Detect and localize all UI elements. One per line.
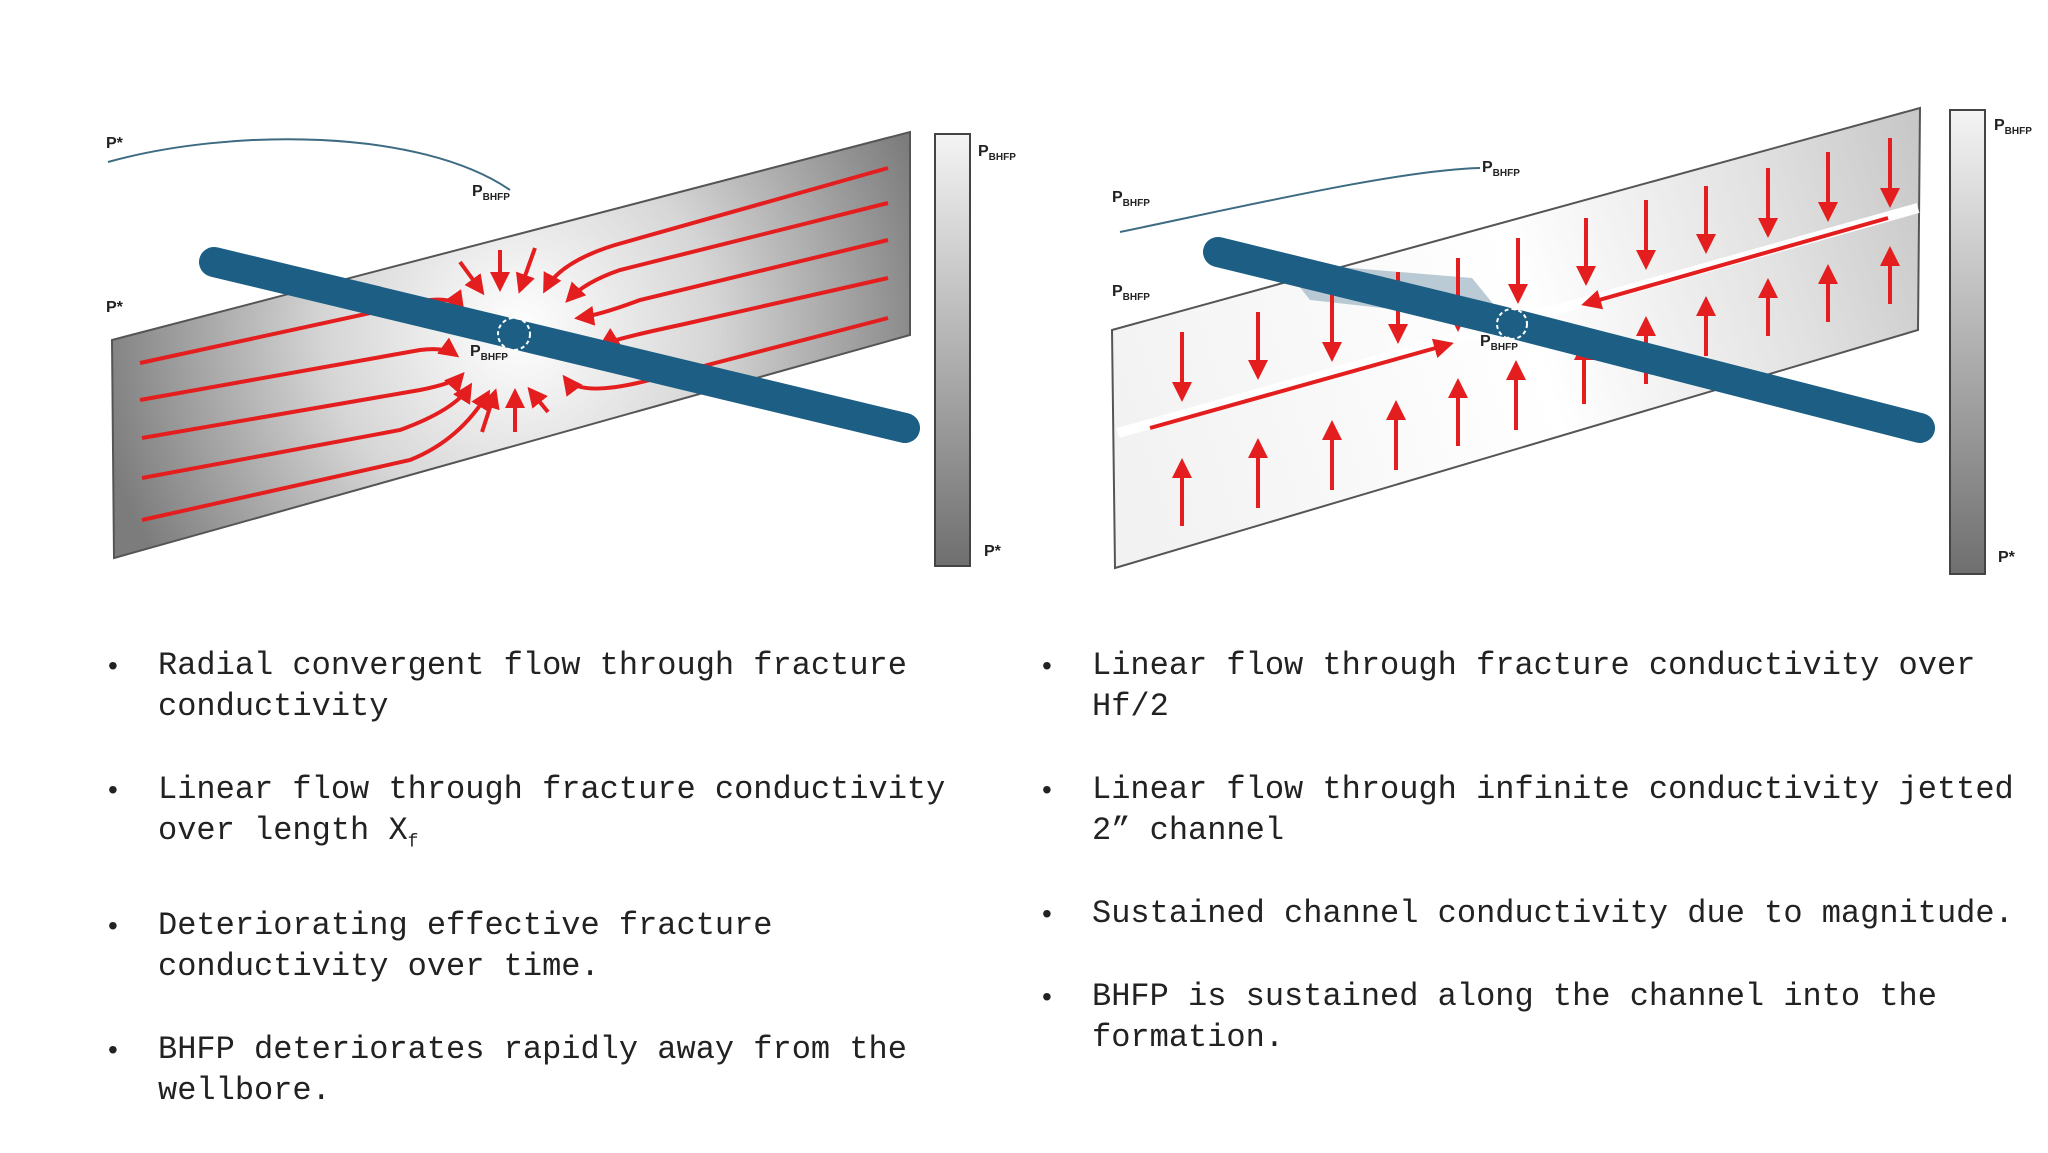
bullet-dot: •: [1042, 650, 1052, 681]
wellbore-pipe-lower: [1503, 310, 1935, 443]
label-scale-bottom: P*: [1998, 549, 2016, 566]
bullet-item: • BHFP deteriorates rapidly away from the…: [108, 1029, 1008, 1111]
label-p-star-mid: P*: [106, 299, 124, 316]
label-pbhfp-mid: PBHFP: [1112, 283, 1150, 303]
bullet-text: Linear flow through fracture conductivit…: [158, 771, 965, 849]
left-fracture-diagram: P* P* PBHFP PBHFP PBHFP P*: [106, 130, 1016, 567]
bullet-dot: •: [1042, 774, 1052, 805]
bullet-item: • Radial convergent flow through fracture…: [108, 645, 1008, 727]
flow-arrows: [1149, 138, 1900, 526]
label-scale-top: PBHFP: [978, 143, 1016, 163]
bullet-item: • Linear flow through fracture conductivi…: [108, 769, 1008, 863]
pressure-scale-bar: [934, 133, 971, 567]
bullet-text: Deteriorating effective fracture conduct…: [158, 907, 792, 986]
label-scale-bottom: P*: [984, 543, 1002, 560]
pressure-curve: [107, 138, 511, 191]
right-bullet-list: • Linear flow through fracture conductivi…: [1042, 645, 2032, 1100]
bullet-dot: •: [1042, 898, 1052, 929]
bullet-dot: •: [108, 1034, 118, 1066]
bullet-text: BHFP deteriorates rapidly away from the …: [158, 1031, 927, 1110]
bullet-subscript: f: [407, 832, 419, 853]
bullet-dot: •: [108, 910, 118, 942]
bullet-item: • Linear flow through fracture conductivi…: [1042, 645, 2032, 727]
bullet-text: BHFP is sustained along the channel into…: [1092, 978, 1957, 1056]
bullet-dot: •: [1042, 981, 1052, 1012]
bullet-text: Linear flow through infinite conductivit…: [1092, 771, 2033, 849]
pressure-curve: [1119, 167, 1481, 233]
fracture-plane: [1110, 106, 1922, 570]
wellbore-perforation: [497, 317, 531, 351]
wellbore-pipe: [199, 247, 920, 443]
wellbore-perforation: [1496, 308, 1528, 340]
bullet-text: Linear flow through fracture conductivit…: [1092, 647, 1995, 725]
bullet-item: • Sustained channel conductivity due to m…: [1042, 893, 2032, 934]
label-pbhfp-curve: PBHFP: [472, 183, 510, 203]
bullet-dot: •: [108, 650, 118, 681]
bullet-text: Radial convergent flow through fracture …: [158, 647, 927, 725]
label-scale-top: PBHFP: [1994, 117, 2032, 137]
label-pbhfp-center: PBHFP: [1480, 333, 1518, 353]
bullet-item: • BHFP is sustained along the channel int…: [1042, 976, 2032, 1058]
label-pbhfp-center: PBHFP: [470, 343, 508, 363]
jetted-channel: [1116, 203, 1920, 438]
label-pbhfp-curve-right: PBHFP: [1482, 159, 1520, 179]
bullet-text: Sustained channel conductivity due to ma…: [1092, 895, 2014, 932]
bullet-item: • Linear flow through infinite conductivi…: [1042, 769, 2032, 851]
channel-shadow: [1280, 262, 1508, 322]
bullet-item: • Deteriorating effective fracture conduc…: [108, 905, 1008, 987]
label-pbhfp-curve-left: PBHFP: [1112, 189, 1150, 209]
wellbore-pipe: [1203, 237, 1520, 337]
bullet-dot: •: [108, 774, 118, 805]
label-p-star-top: P*: [106, 135, 124, 152]
pressure-scale-bar: [1949, 109, 1986, 575]
left-bullet-list: • Radial convergent flow through fracture…: [108, 645, 1008, 1153]
